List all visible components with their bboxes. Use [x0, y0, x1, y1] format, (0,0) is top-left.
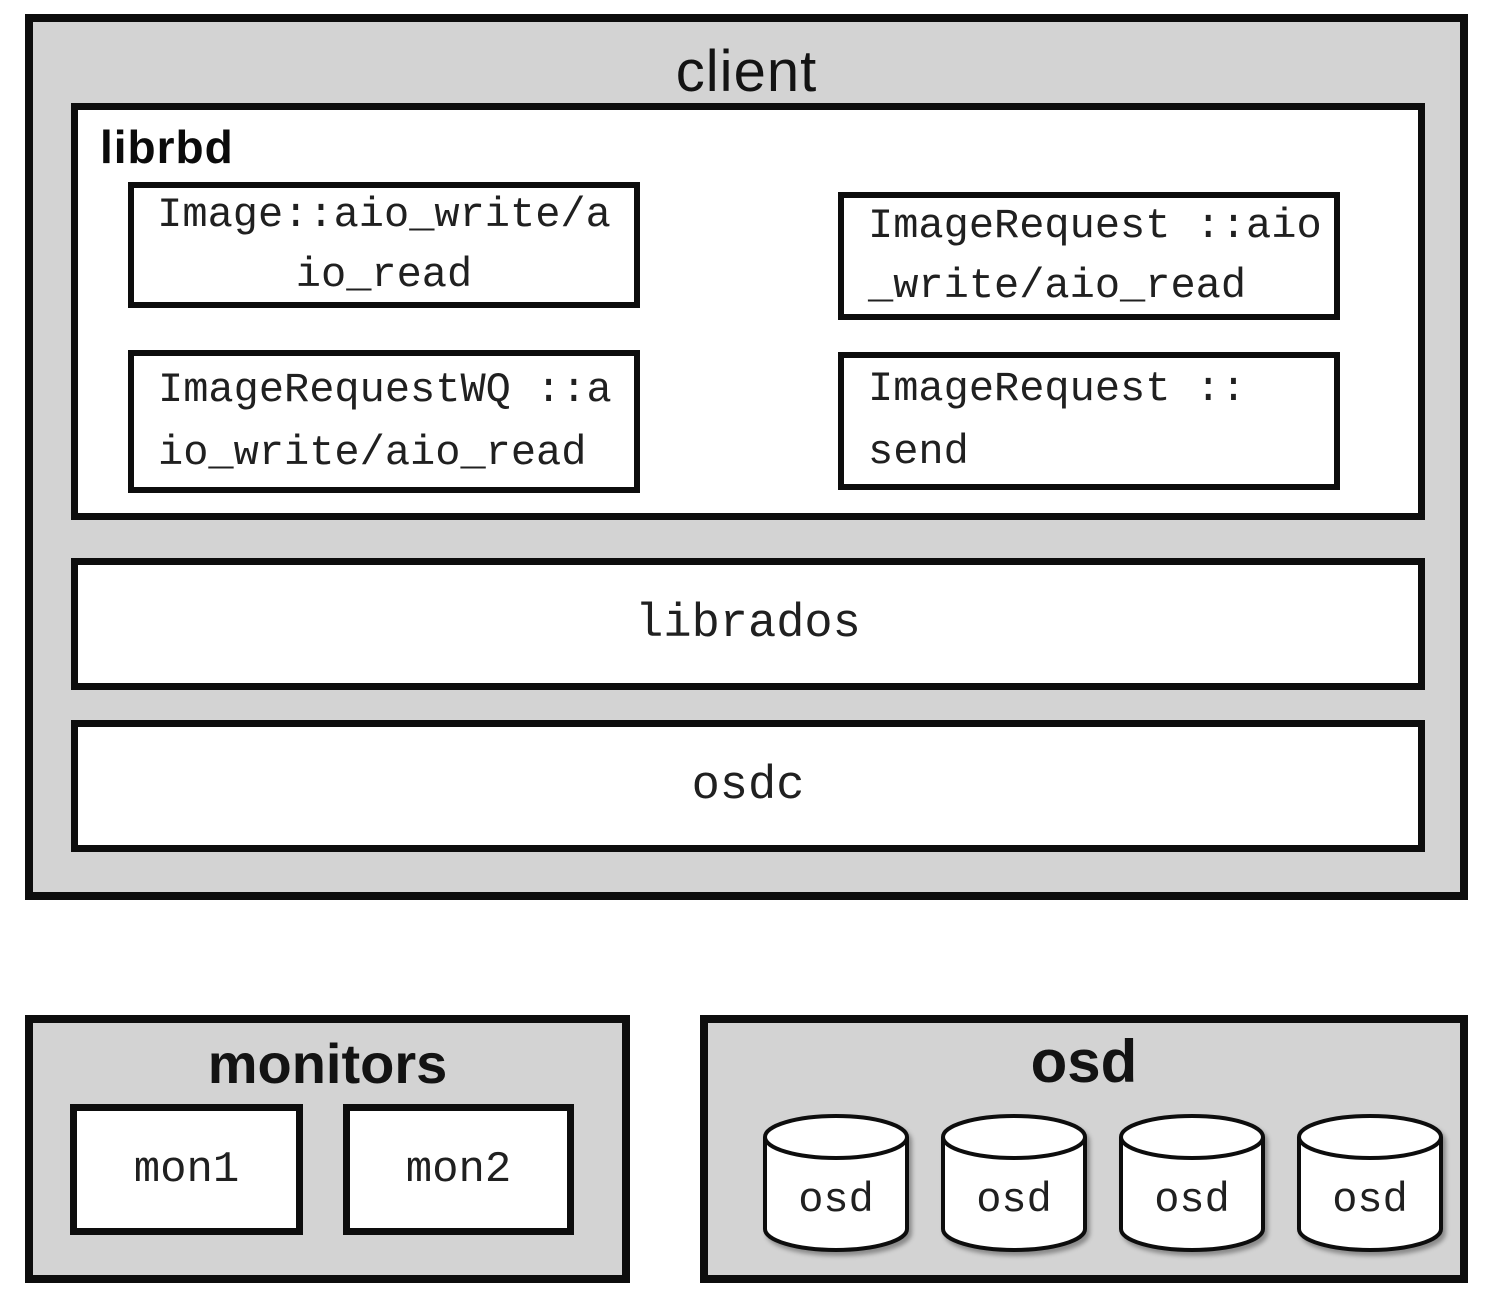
mon1-node: mon1	[70, 1104, 303, 1235]
osd-cylinder-2: osd	[938, 1112, 1090, 1258]
monitors-title: monitors	[207, 1032, 448, 1095]
osd-cylinder-4: osd	[1294, 1112, 1446, 1258]
librbd-box: librbd Image::aio_write/a io_read ImageR…	[71, 103, 1425, 520]
mon2-label: mon2	[405, 1144, 512, 1195]
fn-box-line: io_read	[295, 251, 473, 299]
fn-box-line: ImageRequest ::	[868, 365, 1247, 413]
database-cylinder-icon	[941, 1114, 1087, 1252]
osd-cylinder-label: osd	[1332, 1176, 1408, 1224]
osdc-bar: osdc	[71, 720, 1425, 852]
mon2-node: mon2	[343, 1104, 574, 1235]
fn-box-line: io_write/aio_read	[158, 428, 587, 477]
osd-cylinder-label: osd	[1154, 1176, 1230, 1224]
fn-box-line: send	[868, 428, 969, 476]
fn-box-imagerequestwq-aio-write-read: ImageRequestWQ ::a io_write/aio_read	[128, 350, 640, 493]
database-cylinder-icon	[763, 1114, 909, 1252]
osd-cylinder-label: osd	[798, 1176, 874, 1224]
librados-bar: librados	[71, 558, 1425, 690]
librados-label: librados	[635, 597, 861, 651]
fn-box-line: ImageRequest ::aio	[868, 202, 1322, 250]
monitors-panel: monitors mon1 mon2	[25, 1015, 630, 1283]
fn-box-image-aio-write-read: Image::aio_write/a io_read	[128, 182, 640, 308]
fn-box-line: Image::aio_write/a	[157, 191, 611, 239]
librbd-label: librbd	[100, 121, 234, 173]
osdc-label: osdc	[691, 759, 805, 813]
osd-cylinder-label: osd	[976, 1176, 1052, 1224]
database-cylinder-icon	[1297, 1114, 1443, 1252]
fn-box-imagerequest-aio-write-read: ImageRequest ::aio _write/aio_read	[838, 192, 1340, 320]
fn-box-line: ImageRequestWQ ::a	[158, 365, 612, 414]
osd-title: osd	[1030, 1028, 1138, 1095]
osd-cylinder-1: osd	[760, 1112, 912, 1258]
osd-panel: osd osd osd osd	[700, 1015, 1468, 1283]
client-panel: client librbd Image::aio_write/a io_read…	[25, 14, 1468, 900]
client-title: client	[675, 39, 818, 104]
database-cylinder-icon	[1119, 1114, 1265, 1252]
fn-box-line: _write/aio_read	[868, 262, 1247, 310]
osd-cylinder-3: osd	[1116, 1112, 1268, 1258]
mon1-label: mon1	[133, 1144, 240, 1195]
fn-box-imagerequest-send: ImageRequest :: send	[838, 352, 1340, 490]
